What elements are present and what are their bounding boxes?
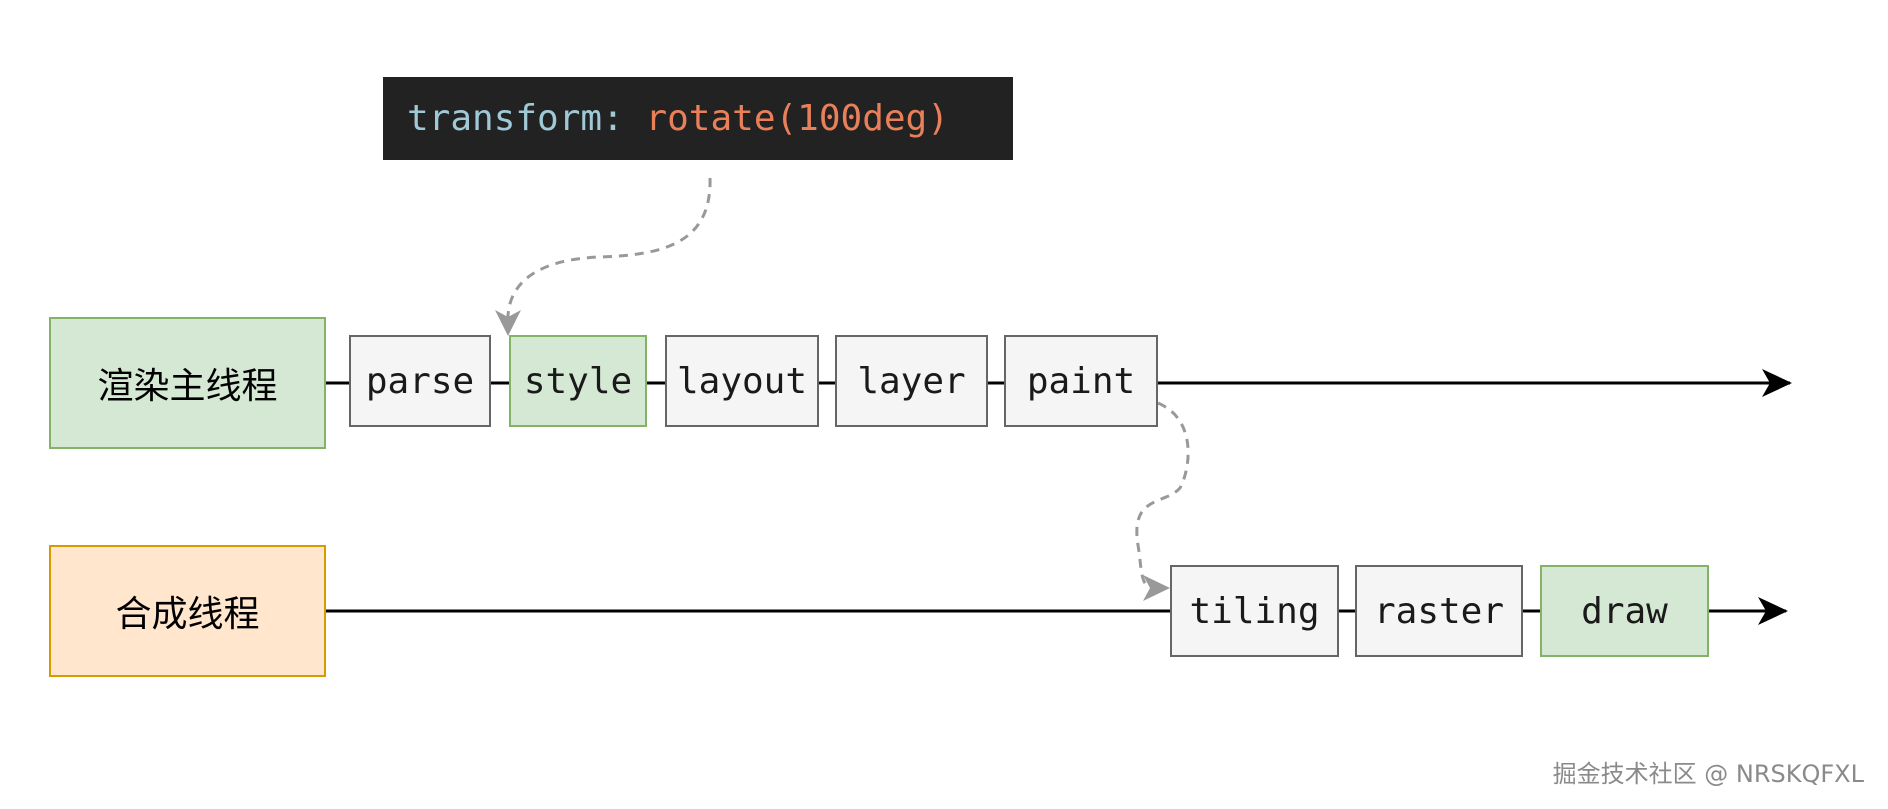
- main-thread-label: 渲染主线程: [49, 317, 326, 449]
- watermark-text: 掘金技术社区 @ NRSKQFXL: [1552, 760, 1864, 788]
- compositor-thread-arrowhead: [1758, 597, 1788, 625]
- code-property: transform: [407, 98, 603, 139]
- code-to-style-arrowhead: [495, 310, 521, 336]
- stage-tiling: tiling: [1170, 565, 1339, 657]
- code-space: [624, 98, 646, 139]
- code-separator: :: [602, 98, 624, 139]
- code-value: rotate(100deg): [645, 98, 949, 139]
- main-thread-arrowhead: [1762, 369, 1792, 397]
- stage-paint: paint: [1004, 335, 1158, 427]
- stage-style: style: [509, 335, 647, 427]
- stage-layout: layout: [665, 335, 819, 427]
- stage-layer: layer: [835, 335, 988, 427]
- compositor-thread-label: 合成线程: [49, 545, 326, 677]
- code-snippet-box: transform: rotate(100deg): [383, 77, 1013, 160]
- stage-draw: draw: [1540, 565, 1709, 657]
- code-to-style-dashed-arrow: [506, 177, 712, 326]
- paint-to-tiling-arrowhead: [1143, 575, 1170, 601]
- paint-to-tiling-dashed-arrow: [1135, 401, 1190, 590]
- stage-parse: parse: [349, 335, 491, 427]
- stage-raster: raster: [1355, 565, 1523, 657]
